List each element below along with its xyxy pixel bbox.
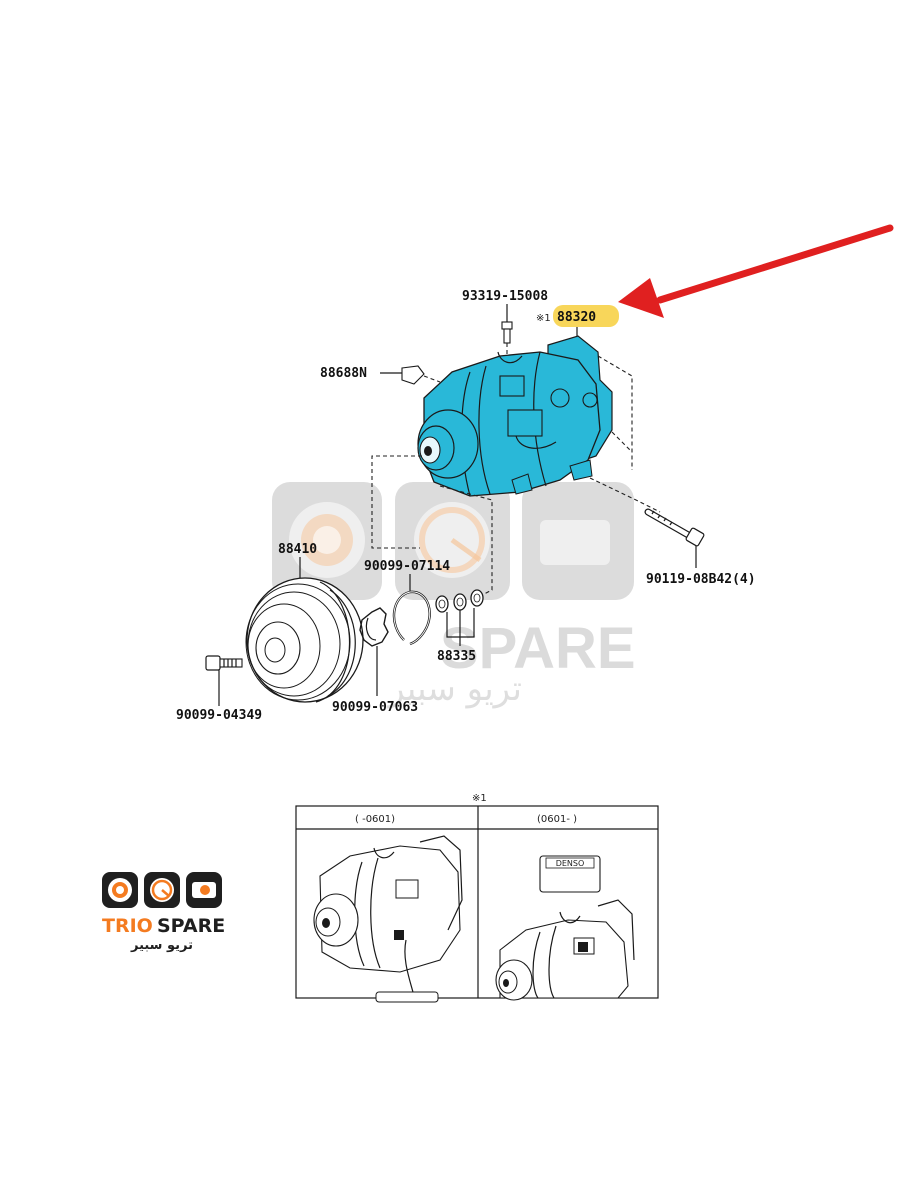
part-label-93319-15008: 93319-15008	[462, 289, 548, 304]
denso-badge-text: DENSO	[556, 859, 585, 868]
part-label-90099-07063: 90099-07063	[332, 700, 418, 715]
part-label-88688n: 88688N	[320, 366, 367, 381]
part-label-88410: 88410	[278, 542, 317, 557]
part-label-90119-08b42: 90119-08B42(4)	[646, 572, 756, 587]
part-label-88335: 88335	[437, 649, 476, 664]
inset-col-right-header: (0601- )	[537, 814, 577, 825]
logo-title-trio: TRIO	[102, 915, 153, 937]
watermark-spare-text: SPARE	[440, 616, 636, 681]
side-bolt-icon	[644, 508, 705, 547]
inset-version-table: ※1 ( -0601) (0601- ) DENSO	[295, 793, 659, 1003]
trio-spare-logo: TRIO SPARE تريو سبير	[102, 872, 225, 953]
snap-ring-small-icon	[359, 607, 389, 647]
top-bolt-icon	[501, 321, 513, 344]
part-label-90099-07114: 90099-07114	[364, 559, 450, 574]
compressor-note-mark: ※1	[536, 313, 551, 324]
watermark-arabic-text: تريو سبير	[386, 669, 522, 709]
logo-title-spare: SPARE	[157, 915, 225, 937]
part-label-90099-04349: 90099-04349	[176, 708, 262, 723]
logo-subtitle-arabic: تريو سبير	[130, 938, 193, 953]
shims-icon	[435, 589, 484, 613]
compressor-early-icon	[313, 835, 463, 1003]
part-label-88320: 88320	[557, 310, 596, 325]
inset-note-mark: ※1	[472, 793, 487, 804]
compressor-icon	[417, 335, 613, 497]
pulley-icon	[245, 577, 364, 703]
snap-ring-large-icon	[392, 590, 431, 646]
clip-icon	[401, 365, 425, 385]
inset-col-left-header: ( -0601)	[355, 814, 395, 825]
red-arrow-icon	[618, 224, 894, 318]
compressor-label-highlight	[553, 305, 619, 327]
front-bolt-icon	[205, 655, 243, 671]
watermark: SPARE تريو سبير	[272, 482, 636, 709]
compressor-late-icon	[495, 899, 635, 1001]
